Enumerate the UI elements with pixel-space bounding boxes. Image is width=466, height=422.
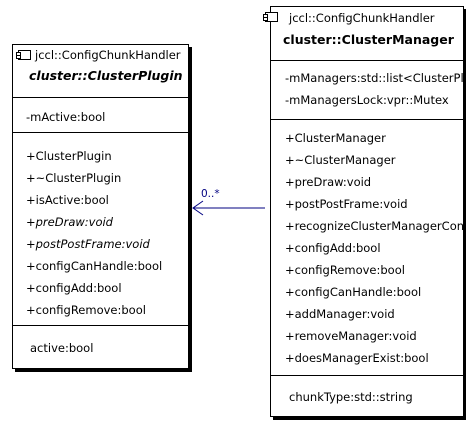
- attribute-row: -mManagers:std::list<ClusterPlugin*>: [285, 71, 463, 85]
- operation-row: +ClusterManager: [285, 131, 386, 145]
- association-multiplicity: 0..*: [201, 188, 220, 200]
- compartment-divider: [271, 60, 463, 61]
- operation-row: +doesManagerExist:bool: [285, 351, 429, 365]
- package-icon: [16, 50, 31, 60]
- operation-row: +recognizeClusterManagerConfig: [285, 219, 463, 233]
- compartment-divider: [271, 375, 463, 376]
- compartment-divider: [13, 97, 188, 98]
- property-row: chunkType:std::string: [289, 390, 413, 404]
- operation-row: +removeManager:void: [285, 329, 417, 343]
- operation-row: +configAdd:bool: [285, 241, 381, 255]
- association-arrowhead: [192, 200, 204, 216]
- operation-row: +postPostFrame:void: [285, 197, 408, 211]
- operation-row: +isActive:bool: [26, 193, 109, 207]
- operation-row: +configRemove:bool: [285, 263, 405, 277]
- operation-row: +configCanHandle:bool: [26, 259, 163, 273]
- property-row: active:bool: [30, 341, 94, 355]
- class-box-cluster-manager[interactable]: jccl::ConfigChunkHandler cluster::Cluste…: [263, 6, 464, 417]
- operation-row: +preDraw:void: [26, 215, 113, 229]
- package-icon: [263, 12, 278, 22]
- class-box-cluster-plugin[interactable]: jccl::ConfigChunkHandler cluster::Cluste…: [12, 44, 189, 369]
- operation-row: +ClusterPlugin: [26, 149, 112, 163]
- operation-row: +~ClusterPlugin: [26, 171, 122, 185]
- operation-row: +~ClusterManager: [285, 153, 396, 167]
- operation-row: +postPostFrame:void: [26, 237, 150, 251]
- compartment-divider: [13, 132, 188, 133]
- operations-compartment: +ClusterManager +~ClusterManager +preDraw:…: [271, 120, 463, 374]
- operation-row: +configRemove:bool: [26, 303, 146, 317]
- compartment-divider: [13, 325, 188, 326]
- class-stereotype: jccl::ConfigChunkHandler: [35, 48, 181, 62]
- attributes-compartment: -mManagers:std::list<ClusterPlugin*>-mMa…: [271, 61, 463, 119]
- class-name: cluster::ClusterPlugin: [29, 68, 183, 83]
- properties-compartment: chunkType:std::string: [271, 376, 463, 414]
- operation-row: +preDraw:void: [285, 175, 372, 189]
- attribute-row: -mActive:bool: [26, 110, 106, 124]
- operation-row: +addManager:void: [285, 307, 395, 321]
- class-stereotype: jccl::ConfigChunkHandler: [289, 11, 435, 25]
- class-name: cluster::ClusterManager: [283, 32, 454, 47]
- operation-row: +configCanHandle:bool: [285, 285, 422, 299]
- operation-row: +configAdd:bool: [26, 281, 122, 295]
- attribute-row: -mManagersLock:vpr::Mutex: [285, 93, 449, 107]
- compartment-divider: [271, 119, 463, 120]
